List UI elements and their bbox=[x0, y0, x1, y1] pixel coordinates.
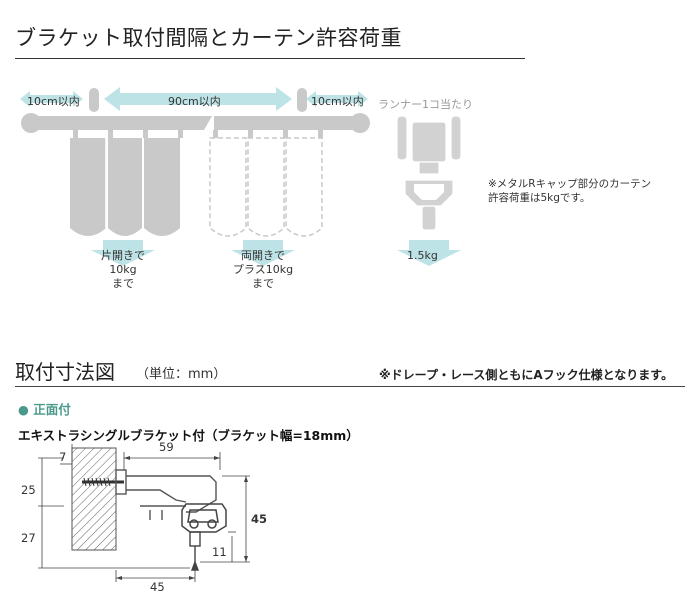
mounting-screw bbox=[82, 477, 124, 487]
title-underline bbox=[15, 58, 525, 59]
double-load-label: 両開きで プラス10kg まで bbox=[232, 249, 294, 290]
section-rule bbox=[15, 386, 685, 387]
section-title-bracket-spacing: ブラケット取付間隔とカーテン許容荷重 bbox=[15, 26, 402, 50]
right-gap-label: 10cm以内 bbox=[311, 95, 364, 108]
product-name: エキストラシングルブラケット付（ブラケット幅=18mm） bbox=[18, 428, 359, 443]
metal-cap-note: ※メタルRキャップ部分のカーテン 許容荷重は5kgです。 bbox=[488, 178, 652, 204]
unit-label: （単位：mm） bbox=[136, 367, 227, 382]
dim-upper-height: 25 bbox=[21, 483, 36, 497]
bracket-profile bbox=[115, 469, 217, 520]
dimension-drawing bbox=[38, 444, 250, 582]
left-gap-label: 10cm以内 bbox=[27, 95, 80, 108]
runner-load-arrow bbox=[397, 240, 461, 266]
bracket-left bbox=[89, 88, 99, 112]
center-gap-arrow bbox=[104, 87, 292, 111]
runner-hook bbox=[189, 531, 201, 571]
double-load-arrow bbox=[231, 240, 295, 266]
dim-hook-drop: 11 bbox=[212, 545, 227, 559]
curtain-single-solid bbox=[70, 138, 180, 236]
dim-lower-height: 27 bbox=[21, 531, 36, 545]
runner-load-label: 1.5kg bbox=[407, 249, 438, 262]
dim-bottom-width: 45 bbox=[150, 580, 165, 594]
curtain-rail bbox=[21, 113, 370, 133]
bracket-right bbox=[297, 88, 307, 112]
dim-wall-offset: 7 bbox=[59, 450, 67, 464]
center-gap-label: 90cm以内 bbox=[168, 95, 221, 108]
rail-profile bbox=[181, 503, 227, 533]
left-gap-arrow bbox=[20, 91, 83, 107]
wall-section bbox=[71, 447, 117, 551]
mount-type-label: ● 正面付 bbox=[18, 402, 71, 417]
single-load-arrow bbox=[91, 240, 155, 266]
dim-total-height: 45 bbox=[251, 512, 268, 526]
right-gap-arrow bbox=[306, 91, 368, 107]
curtain-double-dashed bbox=[209, 137, 323, 237]
runner-icon bbox=[396, 115, 462, 231]
dim-top-width: 59 bbox=[159, 440, 174, 454]
section-title-dimensions: 取付寸法図 bbox=[15, 360, 115, 384]
bracket-spacing-diagram bbox=[20, 87, 462, 266]
runner-label: ランナー1コ当たり bbox=[378, 98, 473, 111]
single-load-label: 片開きで 10kg まで bbox=[101, 249, 145, 290]
hook-spec-note: ※ドレープ・レース側ともにAフック仕様となります。 bbox=[379, 368, 674, 382]
